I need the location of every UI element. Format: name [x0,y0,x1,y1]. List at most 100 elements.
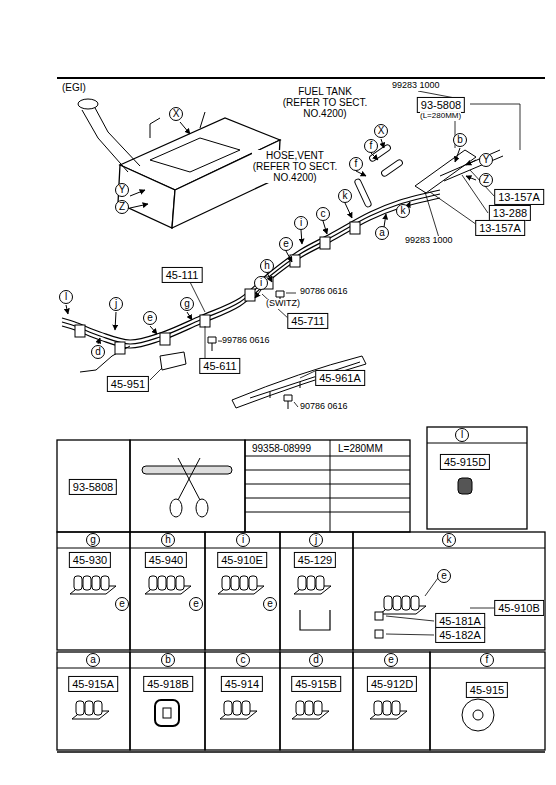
table-cell [280,652,353,750]
clip-symbol [155,700,179,726]
table-header-line [57,548,545,549]
callout-letter: l [455,428,469,442]
node-text: 45-915A [72,678,114,690]
callout-arrow [466,176,476,180]
node-text: l [65,292,67,302]
part-label: 90786 0616 [300,402,348,412]
node-text: 45-914 [225,678,259,690]
callout-letter: Y [115,183,129,197]
node-text: X [378,126,385,136]
callout-letter: Z [115,200,129,214]
callout-letter: h [161,533,175,547]
node-text: Z [119,202,125,212]
clip-symbol [222,576,230,590]
part-number-box: 45-940 [145,552,187,568]
callout-arrow [466,160,476,165]
callout-arrow [301,230,302,244]
node-text: 13-157A [498,191,540,203]
leader-line [425,578,438,596]
node-text: l [461,430,463,440]
part-label: (SWITZ) [266,299,300,309]
callout-letter: X [374,124,388,138]
callout-arrow [187,312,192,320]
part-number-box: 45-915A [68,676,118,692]
callout-letter: i [254,276,268,290]
node-text: c [321,209,326,219]
clip-symbol [149,576,157,590]
scissors-symbol [178,458,200,500]
callout-letter: e [384,653,398,667]
table-cell-text: L=280MM [338,443,383,454]
fuel-pipe [62,194,440,344]
callout-letter: c [236,653,250,667]
hose-symbol [142,466,232,474]
clip-symbol [240,576,248,590]
part-number-box: 45-930 [69,552,111,568]
callout-letter: d [91,345,105,359]
table-row-line [245,470,410,471]
node-text: 45-910E [221,554,263,566]
clip-symbol [249,576,257,590]
callout-arrow [286,251,292,262]
table-row-line [245,484,410,485]
node-text: j [315,535,317,545]
callout-letter: a [86,653,100,667]
node-text: k [343,191,348,201]
pipe-clip [245,289,255,301]
node-text: a [379,228,385,238]
node-text: 45-915B [295,678,337,690]
part-number-box: 45-915B [291,676,341,692]
vent-hose [354,178,372,208]
part-number-box: 45-961A [315,370,365,386]
callout-letter: h [260,259,274,273]
node-text: e [119,599,125,609]
part-number-box: 45-129 [294,552,336,568]
clip-symbol [163,708,171,718]
scissors-symbol [196,499,208,517]
node-text: 45-930 [73,554,107,566]
frame-line [57,751,545,753]
callout-letter: k [338,189,352,203]
clip-symbol [383,701,391,715]
fuel-tank [118,165,175,228]
leader-line [470,104,520,105]
node-text: 45-111 [166,269,199,281]
table-row-line [245,456,410,457]
callout-letter: X [169,107,183,121]
table-cell [57,652,130,750]
frame-line [57,77,545,79]
node-text: k [401,206,406,216]
clip-symbol [298,576,306,590]
node-text: e [267,599,273,609]
part-number-box: 45-182A [435,627,485,643]
table-row-line [245,512,410,513]
arrow [130,204,148,208]
callout-letter: d [309,653,323,667]
node-text: b [165,655,171,665]
clip-symbol [242,701,250,715]
clip-symbol [76,701,84,715]
part-number-box: 45-910B [494,600,544,616]
node-text: e [283,239,289,249]
node-text: 45-940 [149,554,183,566]
table-cell [353,532,545,650]
node-text: b [457,135,463,145]
node-text: g [90,535,96,545]
leader-line [300,371,315,378]
pipe-guard [232,356,366,408]
clip-bracket [160,352,186,370]
table-header-line [427,443,527,444]
node-text: 13-288 [493,207,527,219]
leader-line [286,293,296,294]
clip-symbol [101,576,109,590]
node-text: d [95,347,101,357]
part-number-box: 45-914 [221,676,263,692]
scissors-symbol [170,499,182,517]
node-text: e [147,313,153,323]
clip-symbol [411,596,419,610]
table-cell [57,440,130,532]
node-text: 45-182A [439,629,481,641]
clip-symbol [296,701,304,715]
clip-symbol [92,576,100,590]
